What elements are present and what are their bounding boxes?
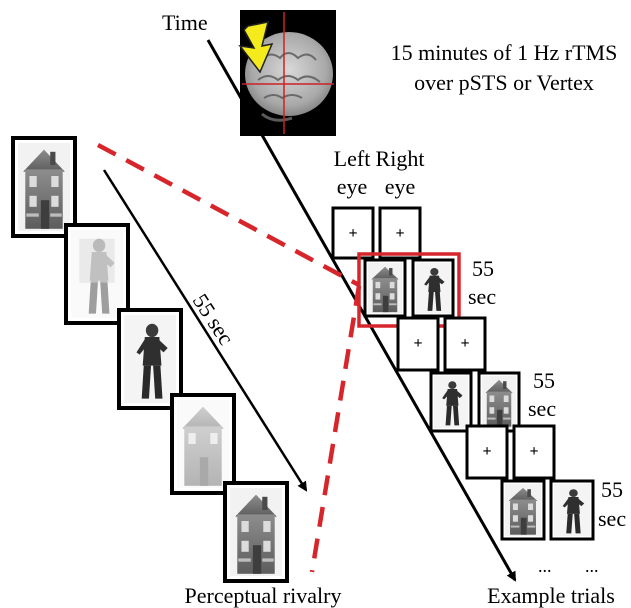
svg-text:+: +: [482, 443, 491, 460]
svg-text:+: +: [529, 443, 538, 460]
percept-house-faded: [170, 393, 236, 495]
percept-man: [117, 308, 183, 410]
time-label: Time: [162, 10, 208, 35]
left-eye-label: eye: [337, 174, 368, 199]
trial-fixation-3: + +: [465, 424, 556, 480]
duration-2-number: 55: [533, 368, 555, 393]
rtms-text-line2: over pSTS or Vertex: [414, 70, 594, 95]
dashed-connector-bottom: [309, 285, 362, 573]
svg-text:+: +: [348, 225, 357, 242]
duration-2-unit: sec: [528, 396, 556, 421]
trial-stimulus-1: [363, 258, 455, 318]
percept-house-1: [11, 136, 77, 238]
percept-house-2: [223, 481, 289, 583]
trial-stimulus-2: [429, 371, 521, 433]
left-label: Left: [334, 146, 371, 171]
percept-man-faded: [64, 223, 130, 325]
perceptual-rivalry-label: Perceptual rivalry: [185, 583, 342, 608]
right-label: Right: [376, 146, 425, 171]
duration-diagonal-label: 55 sec: [188, 289, 239, 349]
example-trials-label: Example trials: [487, 583, 615, 608]
duration-3-number: 55: [601, 477, 623, 502]
duration-3-unit: sec: [598, 506, 626, 531]
lightning-bolt-icon: [238, 21, 274, 74]
dashed-connector-top: [96, 143, 361, 287]
right-eye-label: eye: [385, 174, 416, 199]
svg-text:+: +: [395, 225, 404, 242]
ellipsis-right: ...: [585, 556, 599, 576]
duration-1-number: 55: [472, 256, 494, 281]
svg-text:+: +: [460, 335, 469, 352]
duration-arrow: [102, 169, 308, 492]
trial-fixation-1: + +: [331, 206, 422, 260]
trial-fixation-2: + +: [396, 316, 487, 372]
duration-1-unit: sec: [468, 284, 496, 309]
trial-stimulus-3: [500, 479, 595, 541]
rtms-text-line1: 15 minutes of 1 Hz rTMS: [391, 40, 618, 65]
svg-text:+: +: [413, 335, 422, 352]
ellipsis-left: ...: [538, 556, 552, 576]
